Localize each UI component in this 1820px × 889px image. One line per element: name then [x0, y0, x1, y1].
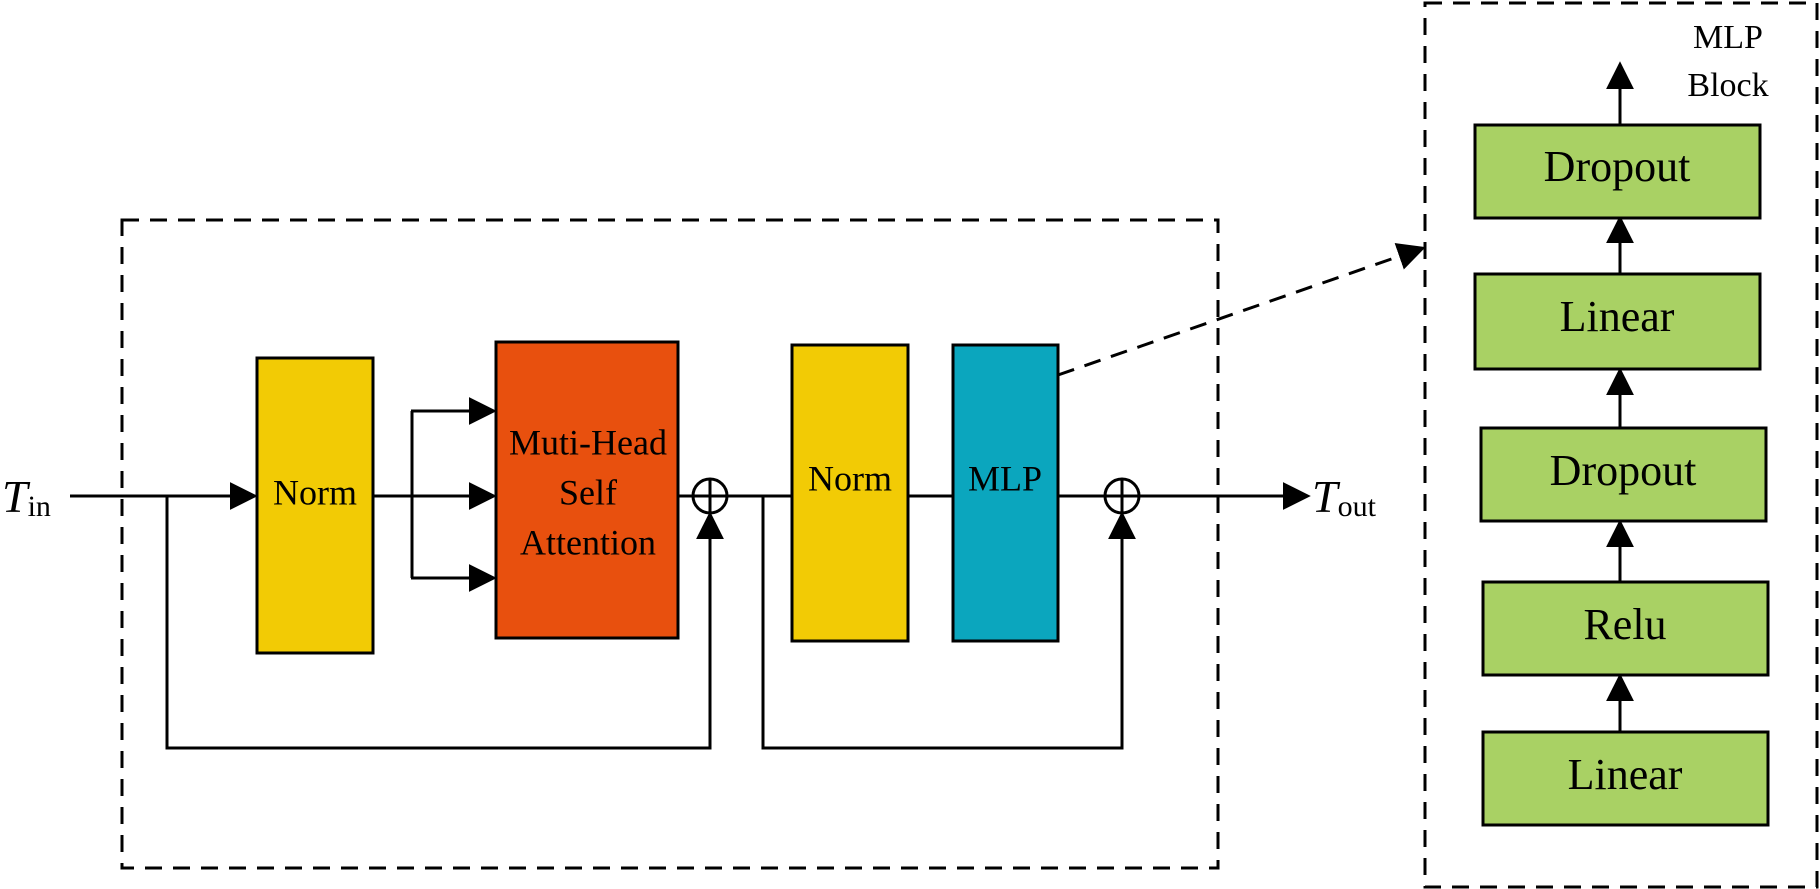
output-label: Tout [1312, 471, 1377, 523]
norm-box-2 [790, 343, 910, 643]
attention-label-line1: Muti-Head [509, 422, 667, 462]
mlp-layer-label-4: Relu [1583, 600, 1666, 649]
input-label: Tin [2, 471, 51, 523]
add-node-1 [691, 477, 729, 515]
input-subscript: in [28, 490, 51, 523]
mlp-layer-label-1: Dropout [1544, 142, 1691, 191]
mlp-layer-label-2: Linear [1560, 292, 1675, 341]
mlp-block-title-line1: MLP [1693, 19, 1763, 56]
residual-path-1 [165, 496, 724, 750]
input-symbol: T [2, 471, 31, 522]
attention-label-line2: Self [559, 472, 617, 512]
norm-1-label: Norm [273, 472, 357, 512]
mlp-box [951, 343, 1060, 643]
attention-label-line3: Attention [520, 522, 656, 562]
mlp-block-title-line2: Block [1687, 67, 1768, 104]
mlp-label: MLP [968, 458, 1042, 498]
output-symbol: T [1312, 471, 1341, 522]
multi-head-self-attention-box [494, 340, 680, 640]
mlp-layer-dropout-top [1473, 123, 1762, 220]
residual-path-2 [761, 496, 1136, 750]
mlp-layer-linear-top [1473, 272, 1762, 371]
mlp-layer-label-3: Dropout [1550, 446, 1697, 495]
mlp-layer-dropout-bottom [1479, 426, 1768, 523]
output-subscript: out [1338, 490, 1377, 523]
add-node-2 [1103, 477, 1141, 515]
mlp-expansion-arrow [1057, 243, 1426, 377]
norm-2-label: Norm [808, 458, 892, 498]
norm-box-1 [255, 356, 375, 655]
encoder-block-frame [120, 218, 1220, 870]
mlp-layer-relu [1481, 580, 1770, 677]
mlp-layer-label-5: Linear [1568, 750, 1683, 799]
mlp-layer-linear-bottom [1481, 730, 1770, 827]
mlp-block-frame [1423, 1, 1819, 889]
